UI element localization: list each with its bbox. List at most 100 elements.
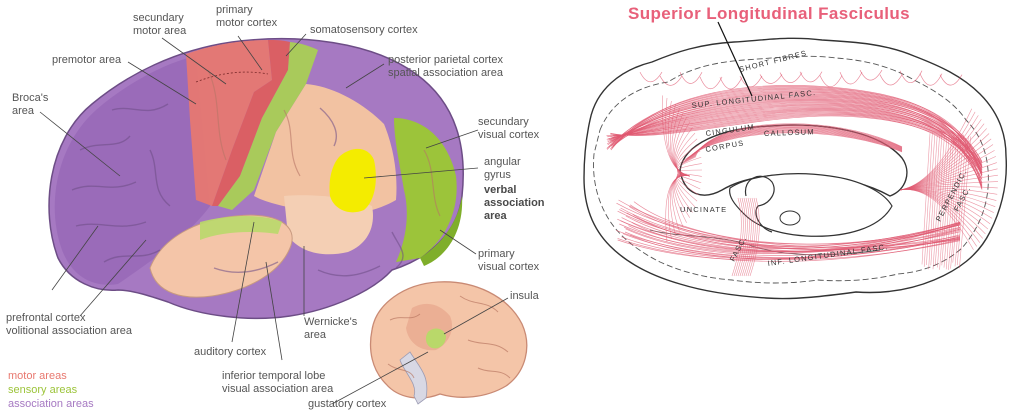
secondary-motor-label: secundary motor area <box>133 12 187 37</box>
fiber-stroke <box>932 132 943 270</box>
fiber-stroke <box>899 189 974 250</box>
fiber-stroke <box>739 75 763 88</box>
fiber-stroke <box>632 214 961 249</box>
volitional-association-label: volitional association area <box>6 325 132 337</box>
fiber-stroke <box>610 101 983 168</box>
secondary-motor-area <box>186 40 272 206</box>
fiber-stroke <box>839 71 863 85</box>
verbal-association-label: verbal association area <box>484 184 545 222</box>
primary-motor-label: primary motor cortex <box>216 4 278 29</box>
title-pointer-line <box>717 21 753 97</box>
fiber-stroke <box>779 72 803 84</box>
fiber-stroke <box>623 223 961 254</box>
fiber-stroke <box>930 135 940 266</box>
short-fibres-label: SHORT FIBRES <box>738 48 808 74</box>
gyri-lines <box>71 103 404 277</box>
secundary-visual-label: secundary visual cortex <box>478 116 540 141</box>
fiber-stroke <box>952 134 964 263</box>
fasciculus-drawing: SHORT FIBRES SUP. LONGITUDINAL FASC. CIN… <box>583 21 1008 300</box>
fiber-stroke <box>617 218 961 252</box>
inferior-temporal-label: inferior temporal lobe visual associatio… <box>222 370 334 395</box>
fiber-stroke <box>919 73 943 86</box>
inset-brain <box>369 281 528 405</box>
prefrontal-label: prefrontal cortex volitional association… <box>6 312 132 337</box>
fiber-stroke <box>759 74 783 84</box>
fiber-stroke <box>741 197 752 277</box>
fiber-stroke <box>617 223 961 260</box>
fiber-stroke <box>628 223 961 254</box>
fiber-stroke <box>899 70 923 84</box>
fiber-stroke <box>943 134 955 268</box>
wernickes-area-label: Wernicke's area <box>304 316 358 341</box>
fiber-stroke <box>607 103 983 184</box>
fiber-stroke <box>939 74 963 86</box>
temporal-lobe <box>149 214 293 298</box>
fiber-stroke <box>954 137 967 267</box>
frontal-lobe <box>54 56 211 285</box>
fiber-stroke <box>613 108 983 180</box>
auditory-cortex-label: auditory cortex <box>194 346 267 358</box>
legend-motor-areas: motor areas <box>8 370 67 382</box>
spatial-association-label: spatial association area <box>388 67 503 79</box>
somatosensory-label: somatosensory cortex <box>310 24 418 36</box>
brocas-area-label: Broca's area <box>12 92 49 117</box>
fiber-stroke <box>607 109 983 167</box>
fiber-stroke <box>941 137 952 266</box>
fiber-stroke <box>607 94 983 162</box>
lateral-ventricle <box>729 173 893 237</box>
fiber-stroke <box>950 135 962 269</box>
legend-association-areas: association areas <box>8 398 94 410</box>
angular-gyrus <box>329 148 376 213</box>
fiber-stroke <box>921 133 931 265</box>
fiber-stroke <box>937 137 948 268</box>
somatosensory-cortex <box>218 42 318 210</box>
fiber-stroke <box>733 197 744 277</box>
fiber-stroke <box>607 100 983 190</box>
fiber-stroke <box>737 197 748 277</box>
premotor-label: premotor area <box>52 54 122 66</box>
visual-association-label: visual association area <box>222 383 334 395</box>
primary-visual-cortex <box>420 196 463 266</box>
fiber-stroke <box>679 71 703 84</box>
fiber-stroke <box>608 105 983 187</box>
gustatory-cortex-label: gustatory cortex <box>308 398 387 410</box>
fiber-stroke <box>659 75 683 86</box>
fiber-stroke <box>625 228 961 256</box>
inner-gyral-outline <box>593 55 989 284</box>
fiber-stroke <box>956 135 969 266</box>
fiber-stroke <box>699 76 723 90</box>
thalamus-curve <box>744 175 775 233</box>
fiber-bundles <box>606 69 999 277</box>
fiber-stroke <box>959 136 972 269</box>
primary-motor-cortex <box>212 40 290 206</box>
auditory-cortex <box>200 216 282 240</box>
uncinate-label: UNCINATE <box>680 205 727 214</box>
fiber-stroke <box>743 197 754 277</box>
fiber-stroke <box>610 110 983 163</box>
fiber-stroke <box>610 113 983 176</box>
fiber-stroke <box>665 175 691 243</box>
cortex-outline <box>583 37 1008 300</box>
fiber-stroke <box>945 136 957 270</box>
fiber-stroke <box>745 197 756 277</box>
insula-label: insula <box>510 290 539 302</box>
fiber-stroke <box>735 197 746 277</box>
fiber-stroke <box>731 197 742 277</box>
gyri-lines-warm <box>207 69 441 217</box>
fiber-stroke <box>923 132 933 267</box>
fasciculus-title: Superior Longitudinal Fasciculus <box>628 4 910 23</box>
fiber-stroke <box>879 74 903 86</box>
fiber-stroke <box>747 197 758 277</box>
fiber-stroke <box>739 197 750 277</box>
fiber-stroke <box>719 77 743 90</box>
fiber-stroke <box>939 134 950 270</box>
fiber-stroke <box>926 134 936 266</box>
angular-gyrus-label: angular gyrus <box>484 156 521 181</box>
fiber-stroke <box>819 75 843 88</box>
hippocampal-oval <box>779 210 801 226</box>
posterior-parietal-label: posterior parietal cortex spatial associ… <box>388 54 503 79</box>
fiber-stroke <box>617 210 961 247</box>
fiber-stroke <box>934 135 945 267</box>
primary-visual-label: primary visual cortex <box>478 248 540 273</box>
